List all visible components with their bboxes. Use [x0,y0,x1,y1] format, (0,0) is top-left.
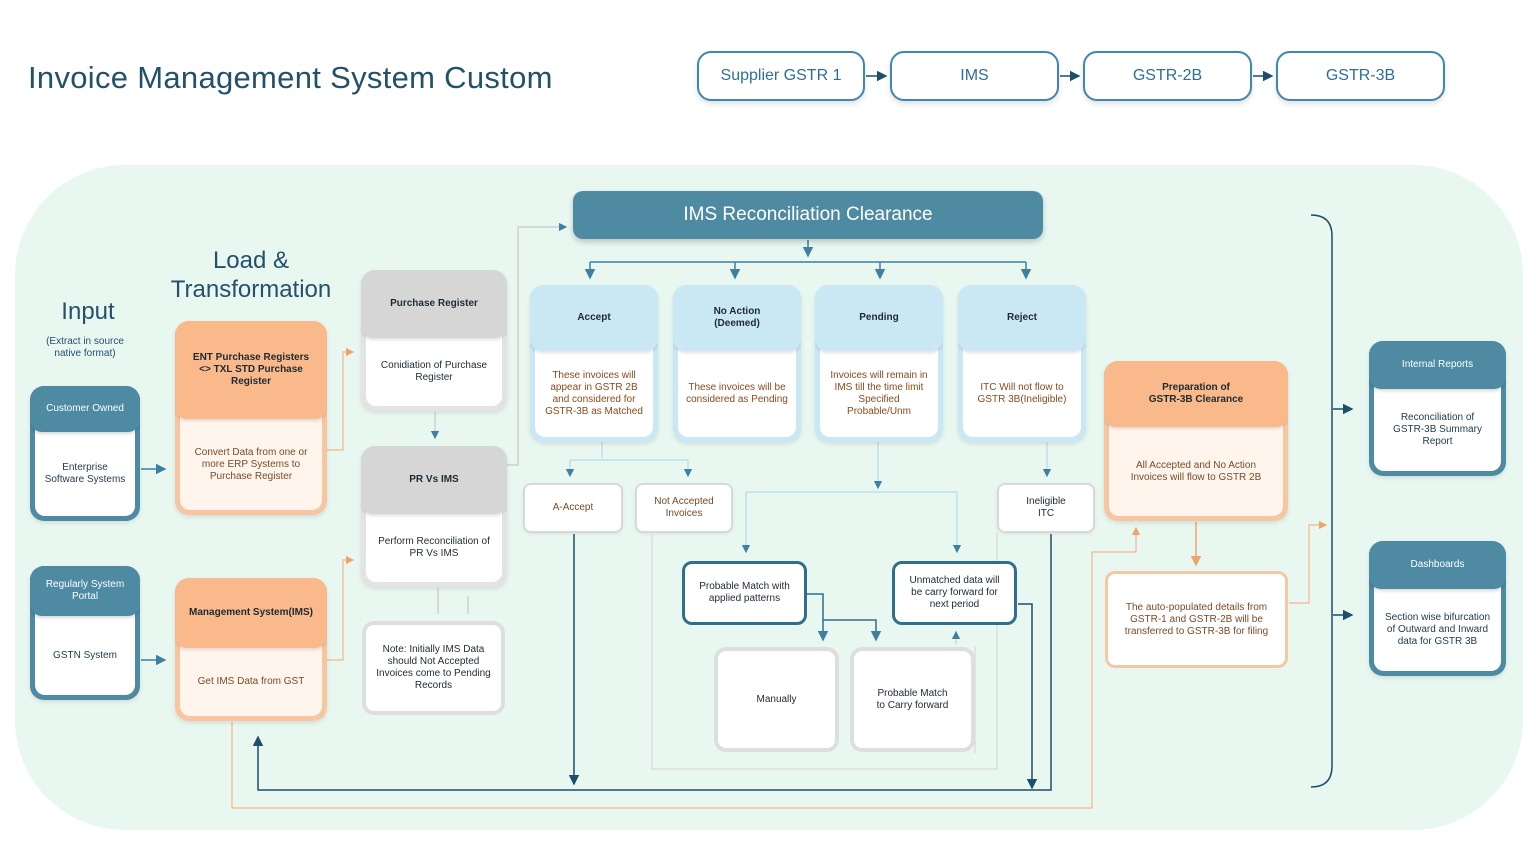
card-body: All Accepted and No Action Invoices will… [1109,417,1283,516]
card-body: Perform Reconciliation of PR Vs IMS [366,504,502,582]
flow-step-ims[interactable]: IMS [890,51,1059,101]
pr-vs-ims-card[interactable]: PR Vs IMS Perform Reconciliation of PR V… [361,446,507,587]
internal-reports-card[interactable]: Internal Reports Reconciliation of GSTR-… [1369,341,1506,476]
input-section-subtitle: (Extract in source native format) [46,336,124,359]
card-body: Section wise bifurcation of Outward and … [1374,579,1501,671]
card-body: Reconciliation of GSTR-3B Summary Report [1374,379,1501,471]
purchase-register-load-card[interactable]: ENT Purchase Registers <> TXL STD Purcha… [175,321,327,515]
card-body: Convert Data from one or more ERP System… [180,409,322,510]
ims-reconciliation-banner[interactable]: IMS Reconciliation Clearance [573,191,1043,239]
pending-card[interactable]: Pending Invoices will remain in IMS till… [815,285,943,442]
customer-owned-card[interactable]: Customer Owned Enterprise Software Syste… [30,386,140,521]
card-body: Conidiation of Purchase Register [366,328,502,406]
probable-match-box[interactable]: Probable Match with applied patterns [682,561,807,625]
card-body: Enterprise Software Systems [35,422,135,516]
probable-carry-forward-box[interactable]: Probable Match to Carry forward [850,647,975,752]
card-header: Dashboards [1369,541,1506,589]
card-body: ITC Will not flow to GSTR 3B(Ineligible) [963,341,1081,437]
gstr3b-preparation-card[interactable]: Preparation of GSTR-3B Clearance All Acc… [1104,361,1288,521]
no-action-card[interactable]: No Action (Deemed) These invoices will b… [673,285,801,442]
card-header: Purchase Register [361,270,507,338]
ims-load-card[interactable]: Management System(IMS) Get IMS Data from… [175,578,327,721]
card-header: Internal Reports [1369,341,1506,389]
card-header: Pending [815,285,943,351]
card-header: Customer Owned [30,386,140,432]
card-header: Accept [530,285,658,351]
card-body: These invoices will appear in GSTR 2B an… [535,341,653,437]
not-accepted-box[interactable]: Not Accepted Invoices [635,483,733,533]
flow-step-gstr3b[interactable]: GSTR-3B [1276,51,1445,101]
purchase-register-card[interactable]: Purchase Register Conidiation of Purchas… [361,270,507,411]
dashboards-card[interactable]: Dashboards Section wise bifurcation of O… [1369,541,1506,676]
card-header: Regularly System Portal [30,566,140,616]
card-header: Management System(IMS) [175,578,327,648]
flow-step-supplier-gstr1[interactable]: Supplier GSTR 1 [697,51,865,101]
ineligible-itc-box[interactable]: Ineligible ITC [997,483,1095,533]
card-header: No Action (Deemed) [673,285,801,351]
flow-step-gstr2b[interactable]: GSTR-2B [1083,51,1252,101]
unmatched-data-box[interactable]: Unmatched data will be carry forward for… [892,561,1017,625]
card-body: Invoices will remain in IMS till the tim… [820,341,938,437]
auto-populated-box[interactable]: The auto-populated details from GSTR-1 a… [1105,571,1288,668]
card-header: Preparation of GSTR-3B Clearance [1104,361,1288,427]
card-header: ENT Purchase Registers <> TXL STD Purcha… [175,321,327,419]
card-body: These invoices will be considered as Pen… [678,341,796,437]
load-section-title: Load & Transformation [170,247,332,303]
manually-box[interactable]: Manually [714,647,839,752]
regulatory-portal-card[interactable]: Regularly System Portal GSTN System [30,566,140,700]
card-body: Get IMS Data from GST [180,638,322,716]
a-accept-box[interactable]: A-Accept [523,483,623,533]
page-title: Invoice Management System Custom [28,60,553,95]
accept-card[interactable]: Accept These invoices will appear in GST… [530,285,658,442]
card-body: GSTN System [35,606,135,695]
card-header: Reject [958,285,1086,351]
input-section-title: Input [61,298,115,325]
note-box: Note: Initially IMS Data should Not Acce… [362,621,505,715]
reject-card[interactable]: Reject ITC Will not flow to GSTR 3B(Inel… [958,285,1086,442]
card-header: PR Vs IMS [361,446,507,514]
